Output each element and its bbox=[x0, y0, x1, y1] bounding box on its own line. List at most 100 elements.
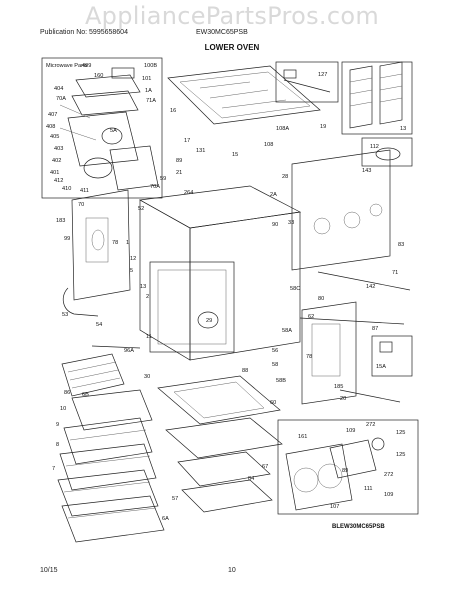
part-label: 12 bbox=[130, 256, 136, 262]
watermark: AppliancePartsPros.com bbox=[84, 2, 380, 30]
part-label: 62 bbox=[308, 314, 314, 320]
part-label: 89 bbox=[342, 468, 348, 474]
part-label: 272 bbox=[384, 472, 393, 478]
part-label: 52 bbox=[138, 206, 144, 212]
back-panel bbox=[291, 149, 391, 271]
part-label: 2 bbox=[146, 294, 149, 300]
part-label: 70 bbox=[78, 202, 84, 208]
part-label: 108A bbox=[276, 126, 289, 132]
part-label: 56 bbox=[272, 348, 278, 354]
part-label: 71 bbox=[392, 270, 398, 276]
part-label: 9 bbox=[56, 422, 59, 428]
part-label: 86 bbox=[64, 390, 70, 396]
part-label: 83 bbox=[398, 242, 404, 248]
part-label: 78 bbox=[112, 240, 118, 246]
part-label: 185 bbox=[334, 384, 343, 390]
part-label: 54 bbox=[96, 322, 102, 328]
part-label: 8 bbox=[56, 442, 59, 448]
part-label: 125 bbox=[396, 452, 405, 458]
part-label: 403 bbox=[54, 146, 63, 152]
part-label: 67 bbox=[262, 464, 268, 470]
part-label: 143 bbox=[362, 168, 371, 174]
part-label: 411 bbox=[80, 188, 89, 194]
microwave-inset: Microwave Parts bbox=[41, 57, 163, 199]
page-number: 10 bbox=[228, 567, 236, 574]
part-label: 59 bbox=[160, 176, 166, 182]
part-label: 96A bbox=[124, 348, 134, 354]
part-label: 80 bbox=[318, 296, 324, 302]
part-label: 107 bbox=[330, 504, 339, 510]
part-label: 60 bbox=[270, 400, 276, 406]
part-label: 57 bbox=[172, 496, 178, 502]
part-label: 99 bbox=[64, 236, 70, 242]
part-label: 160 bbox=[94, 73, 103, 79]
part-label: 142 bbox=[366, 284, 375, 290]
section-title: LOWER OVEN bbox=[204, 43, 260, 52]
part-label: 6A bbox=[162, 516, 169, 522]
part-label: 58A bbox=[282, 328, 292, 334]
part-label: 87 bbox=[372, 326, 378, 332]
part-label: 5 bbox=[130, 268, 133, 274]
part-label: 13 bbox=[400, 126, 406, 132]
part-label: 408 bbox=[46, 124, 55, 130]
part-label: 21 bbox=[176, 170, 182, 176]
part-label: 499 bbox=[82, 63, 91, 69]
part-label: 407 bbox=[48, 112, 57, 118]
drawing-code: BLEW30MC65PSB bbox=[332, 524, 385, 530]
part-label: 161 bbox=[298, 434, 307, 440]
part-label: 272 bbox=[366, 422, 375, 428]
part-label: 70A bbox=[56, 96, 66, 102]
part-label: 404 bbox=[54, 86, 63, 92]
part-label: 13 bbox=[140, 284, 146, 290]
part-label: 78 bbox=[306, 354, 312, 360]
top-vent-panel bbox=[167, 65, 321, 125]
part-label: 89 bbox=[176, 158, 182, 164]
part-label: 88 bbox=[242, 368, 248, 374]
part-label: 30 bbox=[144, 374, 150, 380]
part-label: 100B bbox=[144, 63, 157, 69]
part-label: 6B bbox=[82, 392, 89, 398]
part-label: 1A bbox=[145, 88, 152, 94]
oven-cavity bbox=[138, 185, 302, 361]
part-label: 15A bbox=[376, 364, 386, 370]
part-label: 90 bbox=[272, 222, 278, 228]
part-label: 264 bbox=[184, 190, 193, 196]
part-label: 15 bbox=[232, 152, 238, 158]
part-label: 33 bbox=[288, 220, 294, 226]
microwave-inset-label: Microwave Parts bbox=[46, 63, 88, 69]
part-label: 1 bbox=[126, 240, 129, 246]
footer-date: 10/15 bbox=[40, 567, 58, 574]
part-label: 109 bbox=[346, 428, 355, 434]
publication-number: Publication No: 5995658604 bbox=[40, 29, 128, 36]
part-label: 71A bbox=[146, 98, 156, 104]
part-label: 111 bbox=[364, 486, 373, 492]
part-label: 101 bbox=[142, 76, 151, 82]
part-label: 108 bbox=[264, 142, 273, 148]
part-label: 112 bbox=[370, 144, 379, 150]
part-label: 58B bbox=[276, 378, 286, 384]
part-label: 19 bbox=[320, 124, 326, 130]
part-label: 109 bbox=[384, 492, 393, 498]
part-label: 183 bbox=[56, 218, 65, 224]
part-label: 405 bbox=[50, 134, 59, 140]
convection-fan-inset bbox=[277, 419, 419, 515]
part-label: 16 bbox=[170, 108, 176, 114]
part-label: 410 bbox=[62, 186, 71, 192]
part-label: 58C bbox=[290, 286, 300, 292]
part-label: 401 bbox=[50, 170, 59, 176]
model-number: EW30MC65PSB bbox=[196, 29, 248, 36]
part-label: 11 bbox=[146, 334, 152, 340]
part-label: 402 bbox=[52, 158, 61, 164]
part-label: 125 bbox=[396, 430, 405, 436]
part-label: 70A bbox=[150, 184, 160, 190]
part-label: 5A bbox=[110, 128, 117, 134]
part-label: 7 bbox=[52, 466, 55, 472]
part-label: 58 bbox=[272, 362, 278, 368]
part-label: 29 bbox=[206, 318, 212, 324]
part-label: 127 bbox=[318, 72, 327, 78]
part-label: 10 bbox=[60, 406, 66, 412]
part-label: 2A bbox=[270, 192, 277, 198]
part-label: 17 bbox=[184, 138, 190, 144]
part-label: 20 bbox=[340, 396, 346, 402]
